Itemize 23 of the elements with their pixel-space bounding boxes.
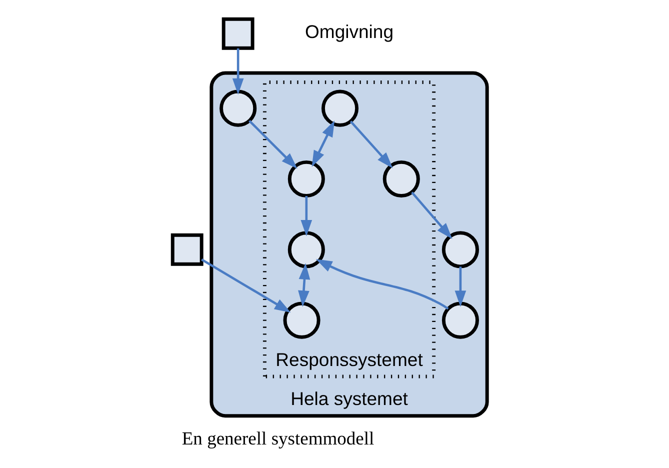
arrow xyxy=(411,192,452,240)
arrow xyxy=(350,120,393,168)
node-circle xyxy=(283,302,320,339)
node-box xyxy=(170,233,204,266)
node-circle xyxy=(442,231,479,268)
arrow xyxy=(312,120,335,167)
arrow xyxy=(232,48,244,95)
node-circle xyxy=(288,231,325,268)
arrow xyxy=(298,263,310,307)
caption: En generell systemmodell xyxy=(182,428,374,450)
node-circle xyxy=(288,160,325,198)
arrow xyxy=(248,120,298,169)
arrow xyxy=(316,259,449,310)
node-circle xyxy=(442,302,479,339)
node-circle xyxy=(382,160,420,198)
arrow xyxy=(454,266,466,307)
arrow xyxy=(300,196,312,236)
label: Omgivning xyxy=(305,21,394,42)
node-circle xyxy=(220,90,257,127)
cluster: Responssystemet xyxy=(262,80,436,378)
arrow xyxy=(201,258,291,313)
node-box xyxy=(222,17,254,50)
node-circle xyxy=(321,90,359,127)
